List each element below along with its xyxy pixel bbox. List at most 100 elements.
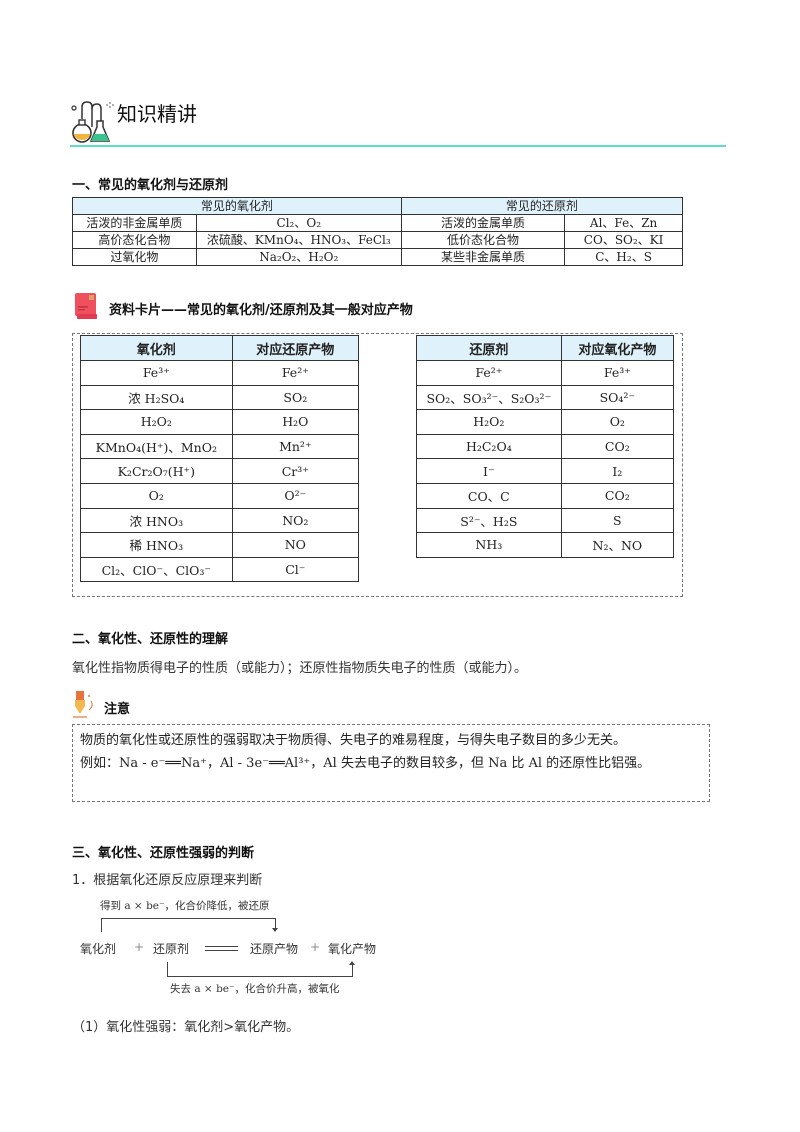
reductant-cell: Fe²⁺ — [416, 360, 562, 386]
table-row: 活泼的非金属单质 Cl₂、O₂ 活泼的金属单质 Al、Fe、Zn — [72, 214, 683, 232]
reductant-cell: CO、C — [416, 482, 562, 509]
reductant-examples: CO、SO₂、KI — [564, 231, 683, 249]
common-agents-table: 常见的氧化剂 常见的还原剂 活泼的非金属单质 Cl₂、O₂ 活泼的金属单质 Al… — [72, 197, 684, 266]
bracket-line — [101, 918, 102, 932]
subheading-1: 1．根据氧化还原反应原理来判断 — [72, 873, 263, 888]
table-row: Fe²⁺Fe³⁺ — [416, 360, 675, 386]
table-row: 高价态化合物 浓硫酸、KMnO₄、HNO₃、FeCl₃ 低价态化合物 CO、SO… — [72, 231, 683, 249]
card-title: 资料卡片——常见的氧化剂/还原剂及其一般对应产物 — [109, 303, 413, 318]
term-reduction-product: 还原产物 — [250, 942, 299, 956]
reductant-products-table: 还原剂 对应氧化产物 Fe²⁺Fe³⁺ SO₂、SO₃²⁻、S₂O₃²⁻SO₄²… — [416, 335, 675, 558]
definition-text: 氧化性指物质得电子的性质（或能力）；还原性指物质失电子的性质（或能力）。 — [72, 661, 528, 676]
table-header-row: 氧化剂 对应还原产物 — [80, 335, 360, 361]
oxidant-cell: O₂ — [80, 482, 233, 509]
section-heading-2: 二、氧化性、还原性的理解 — [72, 632, 229, 647]
section-heading-1: 一、常见的氧化剂与还原剂 — [72, 178, 229, 193]
reductant-examples: C、H₂、S — [564, 248, 683, 266]
reductant-cell: H₂C₂O₄ — [416, 433, 562, 460]
product-cell: Fe³⁺ — [560, 360, 675, 386]
note-line-1: 物质的氧化性或还原性的强弱取决于物质得、失电子的难易程度，与得失电子数目的多少无… — [80, 733, 627, 748]
oxidant-category: 活泼的非金属单质 — [72, 214, 197, 232]
oxidant-examples: Na₂O₂、H₂O₂ — [195, 248, 402, 266]
note-title: 注意 — [104, 702, 131, 717]
term-reductant: 还原剂 — [153, 942, 190, 956]
point-1: （1）氧化性强弱：氧化剂>氧化产物。 — [72, 1020, 300, 1035]
lose-electrons-label: 失去 a × be⁻，化合价升高，被氧化 — [170, 983, 340, 995]
product-cell: Fe²⁺ — [231, 360, 360, 386]
product-cell: O²⁻ — [231, 482, 360, 509]
table-row: I⁻I₂ — [416, 458, 675, 484]
table-row: SO₂、SO₃²⁻、S₂O₃²⁻SO₄²⁻ — [416, 384, 675, 411]
table-row: Fe³⁺Fe²⁺ — [80, 360, 360, 386]
bracket-line — [167, 962, 168, 977]
product-cell: N₂、NO — [560, 532, 675, 558]
reductant-category: 某些非金属单质 — [400, 248, 566, 266]
col-header-reduction-product: 对应还原产物 — [231, 335, 360, 361]
product-cell: SO₄²⁻ — [560, 384, 675, 411]
reductant-cell: S²⁻、H₂S — [416, 507, 562, 534]
oxidant-cell: Cl₂、ClO⁻、ClO₃⁻ — [80, 556, 233, 583]
table-row: K₂Cr₂O₇(H⁺)Cr³⁺ — [80, 458, 360, 484]
arrow-down-icon — [272, 928, 278, 932]
product-cell: SO₂ — [231, 384, 360, 411]
reductant-cell: NH₃ — [416, 532, 562, 558]
col-header-oxidant: 氧化剂 — [80, 335, 233, 361]
section-heading-3: 三、氧化性、还原性强弱的判断 — [72, 846, 255, 861]
oxidant-category: 高价态化合物 — [72, 231, 197, 249]
lab-flask-icon — [70, 97, 118, 145]
bracket-line — [275, 918, 276, 930]
oxidant-cell: Fe³⁺ — [80, 360, 233, 386]
reductants-header: 常见的还原剂 — [400, 197, 684, 215]
bracket-line — [352, 964, 353, 977]
product-cell: O₂ — [560, 409, 675, 435]
oxidant-examples: Cl₂、O₂ — [195, 214, 402, 232]
equals-line — [205, 950, 238, 951]
page-title: 知识精讲 — [117, 102, 197, 126]
oxidant-cell: 浓 HNO₃ — [80, 507, 233, 534]
pen-note-icon — [72, 690, 96, 718]
oxidant-examples: 浓硫酸、KMnO₄、HNO₃、FeCl₃ — [195, 231, 402, 249]
plus-sign: + — [134, 940, 145, 954]
oxidants-header: 常见的氧化剂 — [72, 197, 402, 215]
note-line-2: 例如：Na - e⁻══Na⁺，Al - 3e⁻══Al³⁺，Al 失去电子的数… — [80, 756, 651, 771]
book-card-icon — [74, 292, 98, 320]
product-cell: NO — [231, 532, 360, 558]
reductant-cell: I⁻ — [416, 458, 562, 484]
oxidant-cell: H₂O₂ — [80, 409, 233, 435]
oxidant-cell: KMnO₄(H⁺)、MnO₂ — [80, 433, 233, 460]
product-cell: Cl⁻ — [231, 556, 360, 583]
oxidant-category: 过氧化物 — [72, 248, 197, 266]
reductant-category: 活泼的金属单质 — [400, 214, 566, 232]
term-oxidant: 氧化剂 — [80, 942, 117, 956]
note-box — [72, 724, 710, 802]
table-header-row: 常见的氧化剂 常见的还原剂 — [72, 197, 684, 215]
reductant-cell: H₂O₂ — [416, 409, 562, 435]
col-header-oxidation-product: 对应氧化产物 — [560, 335, 675, 361]
table-row: 过氧化物 Na₂O₂、H₂O₂ 某些非金属单质 C、H₂、S — [72, 248, 683, 266]
product-cell: Mn²⁺ — [231, 433, 360, 460]
term-oxidation-product: 氧化产物 — [328, 942, 377, 956]
reductant-cell: SO₂、SO₃²⁻、S₂O₃²⁻ — [416, 384, 562, 411]
product-cell: CO₂ — [560, 482, 675, 509]
reductant-category: 低价态化合物 — [400, 231, 566, 249]
plus-sign: + — [310, 940, 321, 954]
header-divider — [70, 145, 726, 147]
product-cell: H₂O — [231, 409, 360, 435]
reductant-examples: Al、Fe、Zn — [564, 214, 683, 232]
table-row: Cl₂、ClO⁻、ClO₃⁻Cl⁻ — [80, 556, 360, 583]
product-cell: CO₂ — [560, 433, 675, 460]
oxidant-cell: 浓 H₂SO₄ — [80, 384, 233, 411]
oxidant-cell: 稀 HNO₃ — [80, 532, 233, 558]
